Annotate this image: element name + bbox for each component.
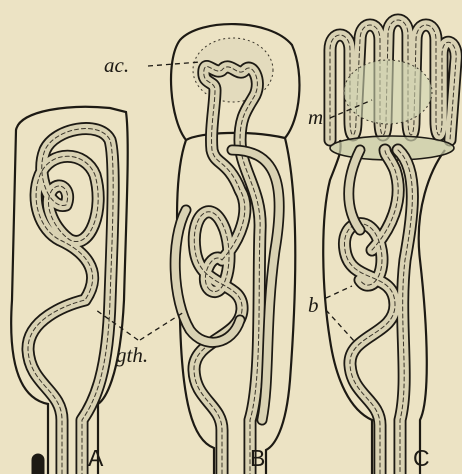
panel-c	[323, 20, 456, 474]
panel-c-letter: C	[413, 445, 430, 471]
label-gth: gth.	[116, 343, 148, 367]
leader-ac	[148, 62, 200, 66]
label-m: m	[308, 105, 323, 129]
panel-a-gonotheca-tube	[28, 129, 113, 474]
panel-b-gonotheca-tube	[194, 66, 260, 474]
leader-b-upper	[326, 286, 352, 298]
panel-a-letter: A	[88, 445, 104, 471]
medusoid-mass	[344, 60, 432, 124]
leader-gth-b	[140, 312, 184, 340]
panel-c-gonotheca-tube	[344, 150, 412, 474]
label-ac: ac.	[104, 53, 129, 77]
panel-b-letter: B	[250, 445, 265, 471]
panel-b	[171, 24, 299, 474]
panel-a	[11, 107, 128, 474]
label-b: b	[308, 293, 319, 317]
